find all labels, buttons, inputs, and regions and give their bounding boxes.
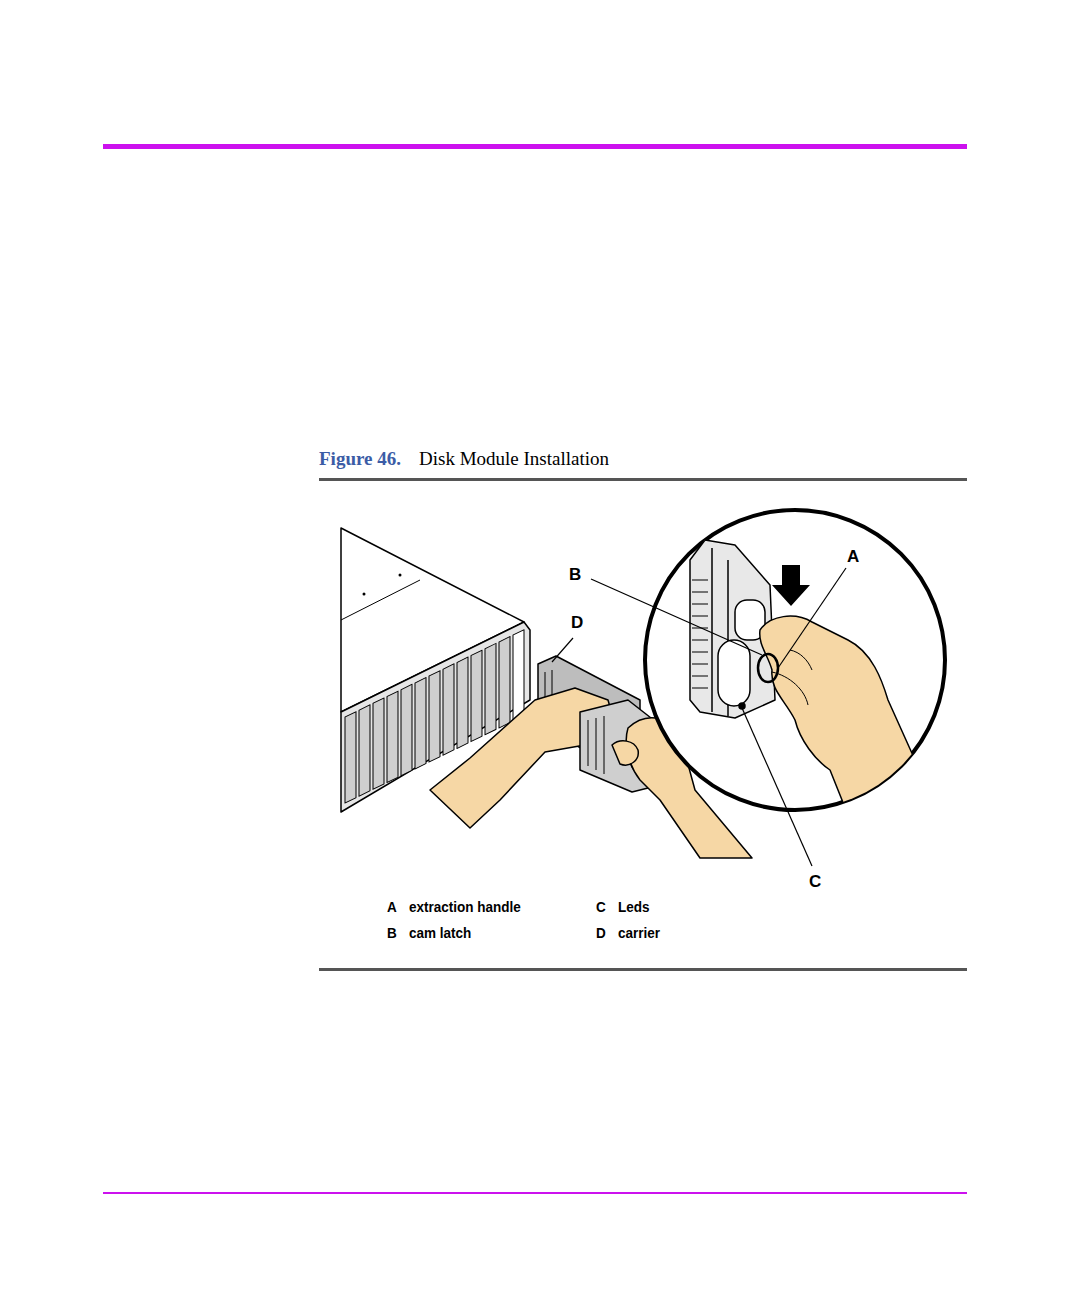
- key-text: Leds: [618, 898, 650, 915]
- key-text: cam latch: [409, 924, 471, 941]
- zoom-detail: [690, 540, 915, 820]
- key-letter: C: [596, 898, 606, 915]
- key-text: carrier: [618, 924, 660, 941]
- figure-rule: [319, 478, 967, 481]
- footer-rule: [103, 1192, 967, 1194]
- callout-letter: C: [809, 872, 821, 892]
- figure-title: Disk Module Installation: [419, 448, 609, 470]
- callout-letter: A: [847, 547, 859, 567]
- callout-letter: D: [571, 613, 583, 633]
- header-rule: [103, 144, 967, 149]
- figure-rule: [319, 968, 967, 971]
- callout-letter: B: [569, 565, 581, 585]
- leader-lines: [552, 568, 846, 866]
- key-letter: A: [387, 898, 397, 915]
- key-letter: B: [387, 924, 397, 941]
- figure-number: Figure 46.: [319, 448, 401, 470]
- key-letter: D: [596, 924, 606, 941]
- key-text: extraction handle: [409, 898, 521, 915]
